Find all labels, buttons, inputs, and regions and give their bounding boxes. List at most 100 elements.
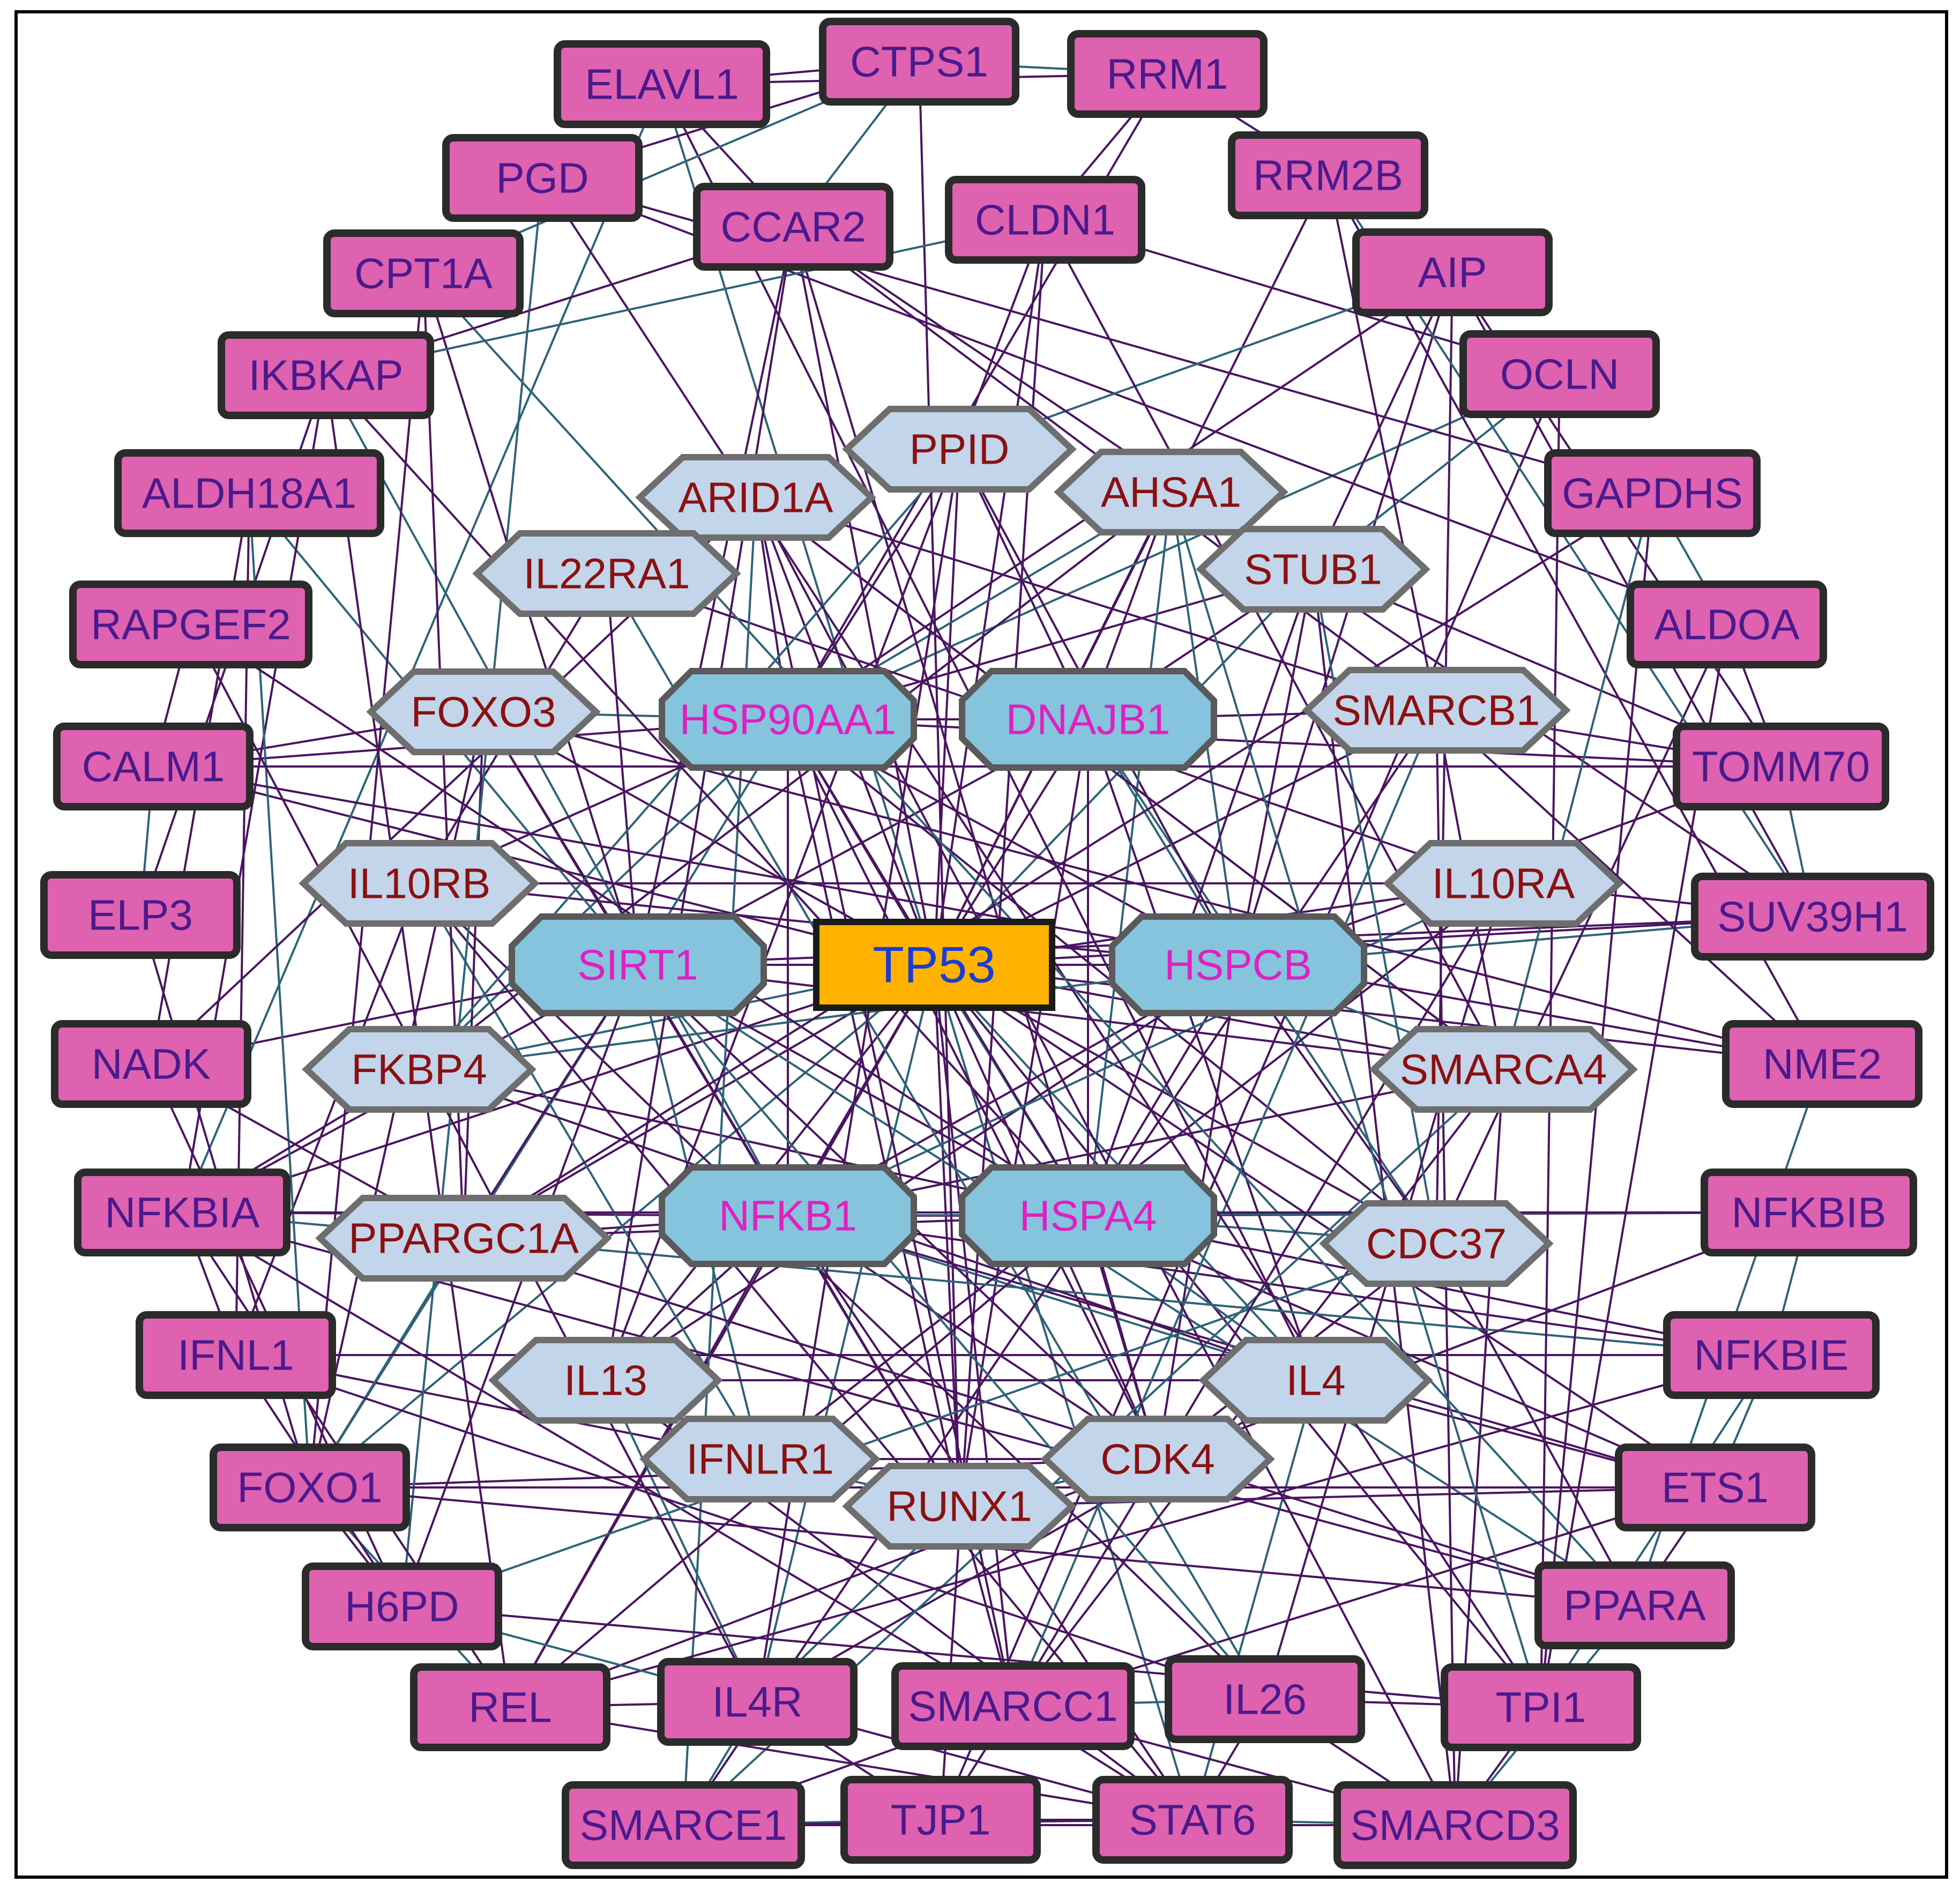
node-ctps1[interactable]: CTPS1: [819, 18, 1019, 106]
edge-nme2-smarcb1: [1435, 709, 1823, 1065]
edge-tp53-tpi1: [933, 964, 1542, 1708]
node-ahsa1[interactable]: AHSA1: [1054, 449, 1288, 535]
node-nme2[interactable]: NME2: [1722, 1020, 1922, 1108]
node-aip[interactable]: AIP: [1352, 228, 1553, 316]
node-label-runx1: RUNX1: [886, 1483, 1032, 1530]
node-ocln[interactable]: OCLN: [1459, 330, 1660, 418]
node-hspcb[interactable]: HSPCB: [1109, 913, 1367, 1016]
edge-rrm2b-smarcb1: [1327, 175, 1437, 711]
edge-ppargc1a-gapdhs: [463, 492, 1653, 1239]
node-suv39h1[interactable]: SUV39H1: [1691, 873, 1934, 961]
node-label-nme2: NME2: [1763, 1040, 1882, 1088]
node-tjp1[interactable]: TJP1: [840, 1776, 1041, 1864]
node-il26[interactable]: IL26: [1165, 1655, 1365, 1743]
node-fkbp4[interactable]: FKBP4: [302, 1026, 536, 1113]
edge-ccar2-il13: [605, 226, 794, 1381]
node-aldoa[interactable]: ALDOA: [1627, 581, 1827, 668]
node-label-rrm1: RRM1: [1107, 50, 1228, 98]
node-runx1[interactable]: RUNX1: [842, 1463, 1077, 1550]
node-label-hspa4: HSPA4: [1019, 1192, 1157, 1240]
node-smarcd3[interactable]: SMARCD3: [1333, 1781, 1577, 1869]
node-rel[interactable]: REL: [410, 1663, 610, 1751]
node-foxo3[interactable]: FOXO3: [366, 668, 601, 755]
node-calm1[interactable]: CALM1: [53, 723, 254, 810]
node-shape-tpi1: [1441, 1663, 1641, 1751]
node-nfkbie[interactable]: NFKBIE: [1663, 1311, 1880, 1399]
node-shape-il10rb: [299, 840, 540, 927]
node-arid1a[interactable]: ARID1A: [635, 454, 876, 541]
node-cpt1a[interactable]: CPT1A: [323, 229, 524, 317]
node-foxo1[interactable]: FOXO1: [210, 1443, 410, 1531]
node-nfkbib[interactable]: NFKBIB: [1701, 1169, 1917, 1256]
node-cldn1[interactable]: CLDN1: [945, 176, 1145, 264]
node-hsp90aa1[interactable]: HSP90AA1: [659, 668, 917, 771]
node-label-tjp1: TJP1: [891, 1796, 991, 1844]
node-aldh18a1[interactable]: ALDH18A1: [114, 449, 384, 537]
node-ccar2[interactable]: CCAR2: [693, 183, 893, 271]
edge-ikbkap-cldn1: [325, 219, 1046, 376]
node-tp53[interactable]: TP53: [813, 919, 1055, 1011]
node-label-rapgef2: RAPGEF2: [91, 601, 290, 649]
node-label-ifnl1: IFNL1: [177, 1331, 294, 1379]
node-ifnlr1[interactable]: IFNLR1: [639, 1416, 881, 1502]
node-smarce1[interactable]: SMARCE1: [562, 1781, 805, 1869]
node-label-cpt1a: CPT1A: [354, 250, 493, 297]
edge-hsp90aa1-tomm70: [787, 718, 1782, 768]
node-elp3[interactable]: ELP3: [40, 871, 241, 959]
node-hspa4[interactable]: HSPA4: [959, 1164, 1217, 1267]
node-pgd[interactable]: PGD: [442, 134, 643, 222]
node-label-ocln: OCLN: [1500, 351, 1619, 398]
node-label-il4r: IL4R: [712, 1678, 803, 1726]
node-label-suv39h1: SUV39H1: [1717, 893, 1908, 941]
edge-nfkbie-rel: [510, 1354, 1772, 1708]
node-ppargc1a[interactable]: PPARGC1A: [315, 1195, 612, 1282]
node-ifnl1[interactable]: IFNL1: [136, 1311, 336, 1399]
node-il13[interactable]: IL13: [488, 1337, 723, 1424]
node-ikbkap[interactable]: IKBKAP: [218, 331, 434, 419]
node-stat6[interactable]: STAT6: [1092, 1776, 1293, 1864]
node-nfkbia[interactable]: NFKBIA: [74, 1169, 290, 1256]
node-tomm70[interactable]: TOMM70: [1673, 723, 1889, 810]
edge-nfkb1-nfkbie: [787, 1215, 1772, 1356]
node-label-dnajb1: DNAJB1: [1006, 696, 1171, 743]
node-shape-ikbkap: [218, 331, 434, 419]
node-il4[interactable]: IL4: [1198, 1337, 1433, 1424]
node-smarca4[interactable]: SMARCA4: [1369, 1026, 1638, 1113]
node-dnajb1[interactable]: DNAJB1: [959, 668, 1217, 771]
edge-tp53-ppid: [933, 449, 960, 965]
node-rapgef2[interactable]: RAPGEF2: [69, 581, 312, 668]
node-ets1[interactable]: ETS1: [1615, 1443, 1815, 1531]
node-cdc37[interactable]: CDC37: [1319, 1200, 1554, 1287]
node-il22ra1[interactable]: IL22RA1: [472, 530, 741, 617]
node-shape-il13: [488, 1337, 723, 1424]
node-il10ra[interactable]: IL10RA: [1383, 840, 1624, 927]
node-rrm2b[interactable]: RRM2B: [1228, 131, 1428, 219]
node-ppid[interactable]: PPID: [842, 406, 1077, 493]
edge-ikbkap-hspa4: [325, 374, 1089, 1217]
edge-ifnl1-il26: [235, 1354, 1265, 1700]
node-shape-smarce1: [562, 1781, 805, 1869]
edge-tp53-runx1: [933, 964, 960, 1507]
node-nadk[interactable]: NADK: [51, 1020, 251, 1108]
node-ppara[interactable]: PPARA: [1534, 1561, 1735, 1649]
node-gapdhs[interactable]: GAPDHS: [1544, 449, 1761, 537]
node-nfkb1[interactable]: NFKB1: [659, 1164, 917, 1267]
node-smarcc1[interactable]: SMARCC1: [891, 1662, 1135, 1750]
node-label-aldh18a1: ALDH18A1: [142, 470, 356, 517]
node-shape-stub1: [1196, 526, 1430, 613]
node-rrm1[interactable]: RRM1: [1067, 30, 1268, 118]
node-il10rb[interactable]: IL10RB: [299, 840, 540, 927]
node-tpi1[interactable]: TPI1: [1441, 1663, 1641, 1751]
node-sirt1[interactable]: SIRT1: [509, 913, 767, 1016]
node-shape-ppid: [842, 406, 1077, 493]
node-label-ppargc1a: PPARGC1A: [348, 1215, 579, 1262]
node-elavl1[interactable]: ELAVL1: [554, 40, 770, 128]
node-shape-smarcd3: [1333, 1781, 1577, 1869]
node-shape-elavl1: [554, 40, 770, 128]
node-smarcb1[interactable]: SMARCB1: [1302, 667, 1571, 754]
edge-cldn1-smarca4: [1044, 219, 1504, 1070]
node-stub1[interactable]: STUB1: [1196, 526, 1430, 613]
node-il4r[interactable]: IL4R: [657, 1658, 858, 1746]
node-h6pd[interactable]: H6PD: [302, 1562, 502, 1650]
node-cdk4[interactable]: CDK4: [1040, 1416, 1275, 1502]
